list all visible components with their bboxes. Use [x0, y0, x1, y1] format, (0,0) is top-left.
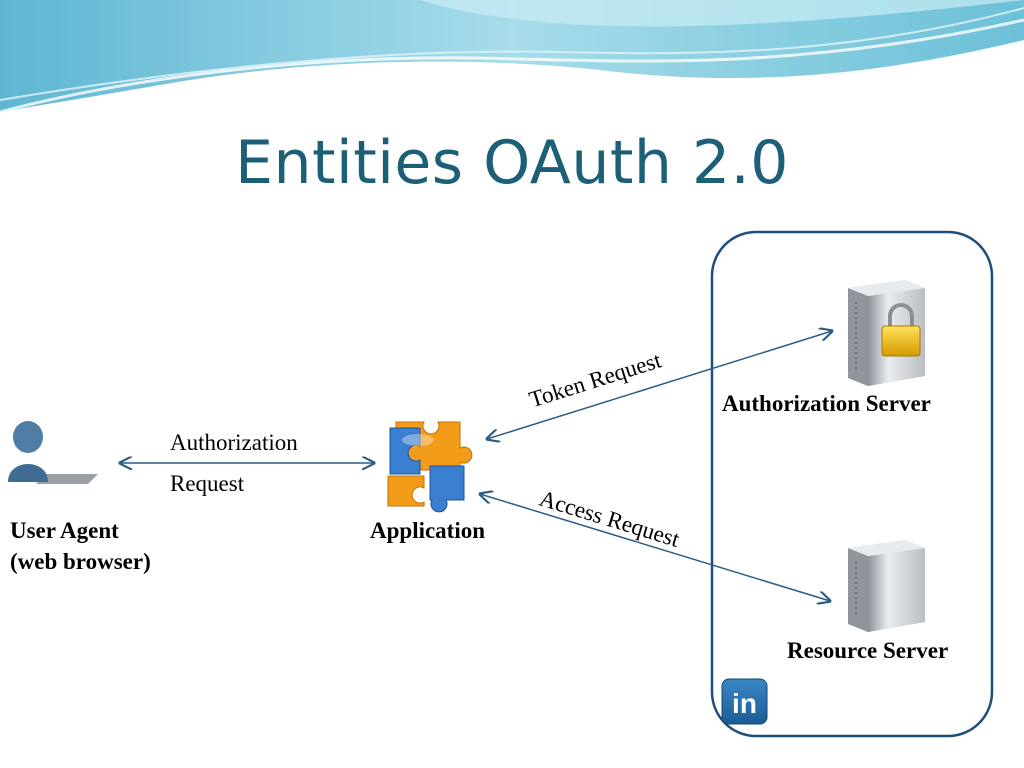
authorization-request-label: Authorization [170, 430, 298, 455]
authorization-server-label: Authorization Server [722, 391, 931, 416]
authorization-request-sublabel: Request [170, 471, 245, 496]
user-agent-sublabel: (web browser) [10, 549, 151, 574]
resource-server-label: Resource Server [787, 638, 949, 663]
access-request-arrow [480, 494, 830, 601]
linkedin-logo-text: in [732, 688, 757, 719]
puzzle-pieces-icon [387, 421, 473, 513]
token-request-arrow [487, 331, 832, 439]
linkedin-logo-icon: in [721, 678, 768, 725]
locked-server-icon [848, 280, 925, 386]
user-with-laptop-icon [8, 421, 98, 484]
header-wave-decoration [0, 0, 1024, 114]
application-label: Application [370, 518, 486, 543]
slide-title: Entities OAuth 2.0 [235, 128, 789, 198]
servers-frame [710, 230, 994, 738]
server-icon [848, 540, 925, 632]
user-agent-label: User Agent [10, 518, 119, 543]
